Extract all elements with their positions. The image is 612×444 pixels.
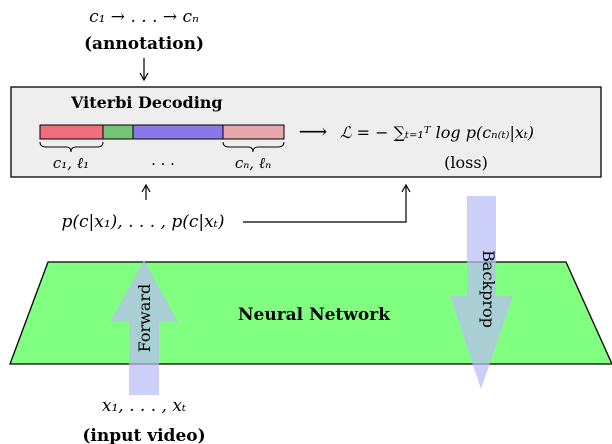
middle-ellipsis: . . . (151, 151, 175, 169)
forward-label: Forward (135, 284, 154, 353)
first-segment-label: c₁, ℓ₁ (53, 154, 89, 172)
annotation-label: (annotation) (84, 34, 204, 54)
first-segment-brace (39, 141, 104, 153)
loss-label: (loss) (444, 153, 488, 172)
loss-formula: ℒ = − ∑ₜ₌₁ᵀ log p(cₙ₍ₜ₎|xₜ) (340, 123, 534, 142)
segment-1 (39, 124, 104, 140)
last-segment-label: cₙ, ℓₙ (235, 154, 271, 172)
neural-network-shape (9, 261, 612, 365)
forward-arrow (110, 260, 178, 395)
viterbi-box (10, 86, 602, 178)
backprop-label: Backprop (479, 250, 498, 328)
probabilities-to-loss-connector (243, 183, 411, 223)
neural-network-label: Neural Network (238, 305, 391, 325)
input-sequence: x₁, . . . , xₜ (102, 396, 187, 416)
annotation-sequence: c₁ → . . . → cₙ (89, 7, 199, 27)
segment-2 (102, 124, 134, 140)
input-label: (input video) (82, 426, 205, 444)
segment-4 (222, 124, 285, 140)
viterbi-title: Viterbi Decoding (70, 93, 223, 112)
backprop-arrow (450, 196, 513, 389)
loss-arrow: ⟶ (299, 119, 328, 143)
probabilities-text: p(c|x₁), . . . , p(c|xₜ) (61, 212, 224, 232)
segmentation-bar (39, 124, 285, 140)
last-segment-brace (222, 141, 285, 153)
segment-3 (132, 124, 224, 140)
